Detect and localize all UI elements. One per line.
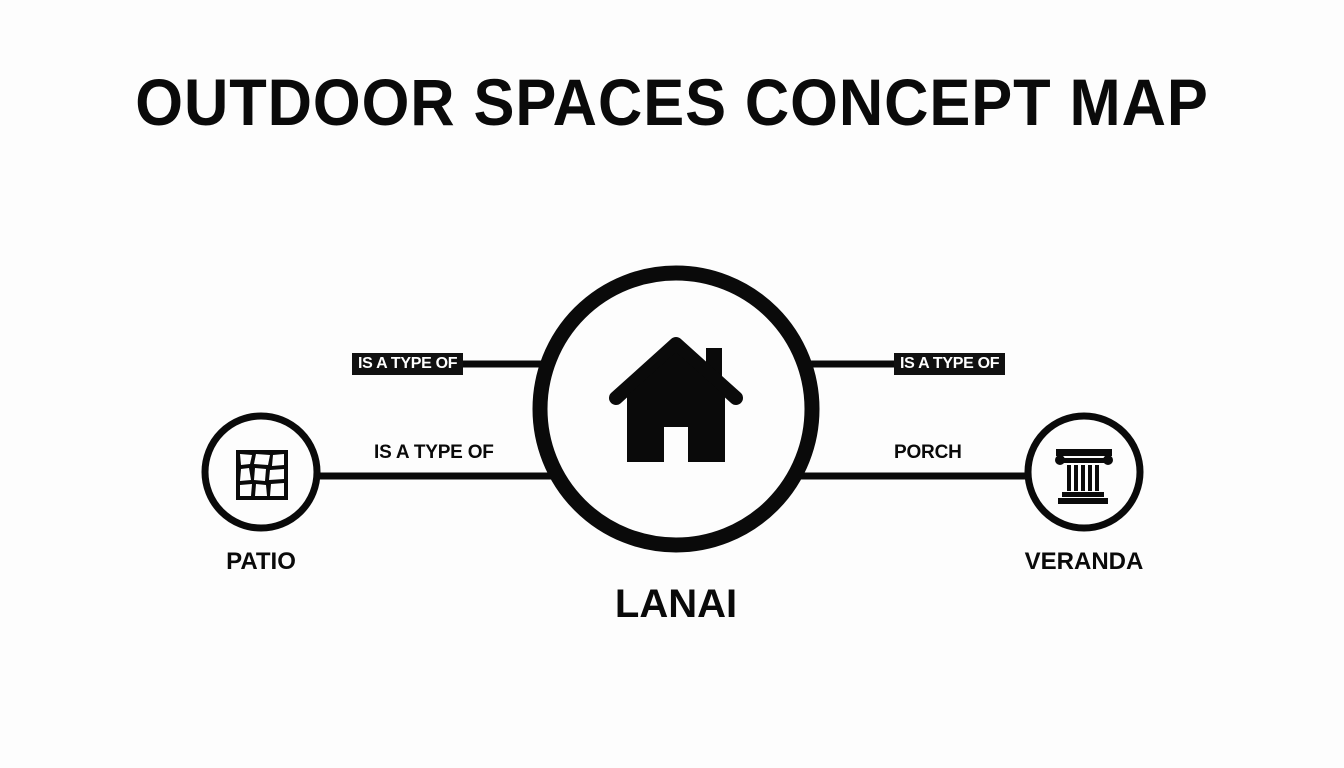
- paving-stones-icon: [236, 450, 288, 500]
- edge-label-lower-right: PORCH: [894, 442, 962, 463]
- diagram-title: OUTDOOR SPACES CONCEPT MAP: [135, 65, 1209, 139]
- edge-label-lower-left: IS A TYPE OF: [374, 442, 494, 463]
- node-label-lanai: LANAI: [614, 582, 738, 626]
- tag-upper-right: IS A TYPE OF: [894, 353, 1006, 375]
- column-icon: [1055, 449, 1113, 504]
- tag-upper-left: IS A TYPE OF: [352, 353, 464, 375]
- house-icon: [609, 337, 743, 462]
- node-label-veranda: VERANDA: [1024, 548, 1144, 575]
- node-label-patio: PATIO: [226, 548, 296, 575]
